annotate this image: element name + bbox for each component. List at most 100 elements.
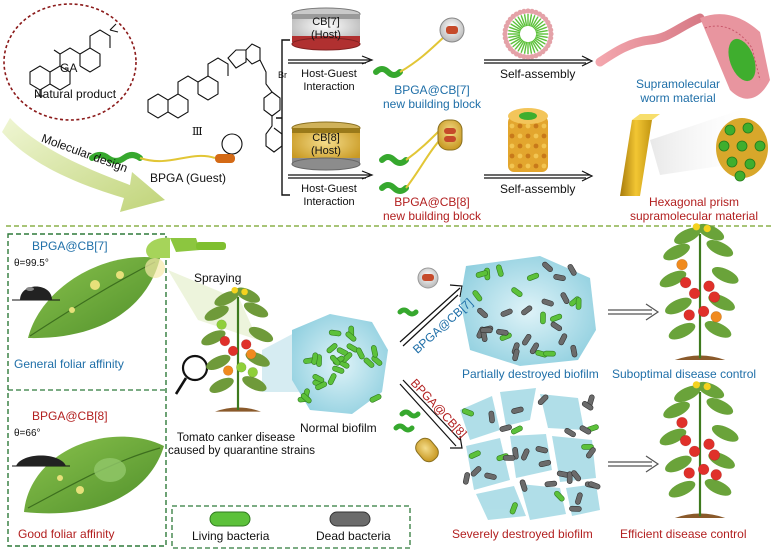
stack-unit xyxy=(517,153,523,159)
tomato-fruit xyxy=(688,445,701,458)
general-affinity-label: General foliar affinity xyxy=(14,357,124,371)
micelle-strand xyxy=(530,41,536,54)
dead-bacterium xyxy=(477,307,488,319)
host-guest-label-2: Host-Guest Interaction xyxy=(292,183,366,208)
dead-bacterium xyxy=(535,446,548,454)
tomato-fruit xyxy=(703,280,715,292)
severely-destroyed-label: Severely destroyed biofilm xyxy=(452,527,593,541)
living-bacterium xyxy=(341,352,353,363)
stack-unit xyxy=(517,163,523,169)
stack-unit xyxy=(509,143,515,149)
living-bacterium xyxy=(328,329,342,337)
living-bacterium xyxy=(511,287,523,297)
plant-leaf xyxy=(665,455,692,473)
dead-bacterium xyxy=(512,348,520,362)
tomato-fruit xyxy=(708,449,721,461)
micelle-strand xyxy=(512,38,523,48)
bpga-guest-label: BPGA (Guest) xyxy=(150,171,227,185)
stack-unit xyxy=(517,133,523,139)
legend-dead-swatch xyxy=(329,511,371,527)
tomato-fruit xyxy=(240,339,252,350)
dead-bacterium xyxy=(566,471,573,484)
micelle-strand xyxy=(520,14,526,27)
tomato-fruit xyxy=(676,416,688,429)
dead-bacterium xyxy=(484,472,497,480)
plant-leaf xyxy=(674,227,701,245)
tomato-plant-efficient xyxy=(659,381,739,518)
living-bacterium xyxy=(329,354,341,366)
dead-bacterium xyxy=(564,427,576,438)
stack-unit xyxy=(509,163,515,169)
micelle-strand xyxy=(533,20,544,30)
living-bacterium xyxy=(326,343,338,354)
host-guest-2-line1: Host-Guest xyxy=(301,183,357,195)
living-bacterium xyxy=(540,311,546,325)
arrow-to-efficient xyxy=(608,455,660,473)
self-assembly-arrow-1 xyxy=(484,55,594,67)
dead-bacterium xyxy=(499,424,512,432)
tomato-fruit xyxy=(247,367,258,378)
host-guest-arrow-1 xyxy=(288,55,374,65)
stack-unit xyxy=(533,143,539,149)
bpga-cb7-line2: new building block xyxy=(382,96,482,111)
tomato-line1: Tomato canker disease xyxy=(176,432,296,444)
panel-cb8-label: BPGA@CB[8] xyxy=(32,409,108,423)
micelle-strand xyxy=(531,40,539,52)
dead-bacterium xyxy=(462,472,471,485)
stack-unit xyxy=(533,163,539,169)
legend-living-label: Living bacteria xyxy=(192,529,270,543)
micelle-strand xyxy=(535,26,548,32)
micelle-strand xyxy=(508,26,521,32)
living-bacterium xyxy=(355,347,365,360)
micelle-cb7 xyxy=(502,8,554,60)
dead-bacterium xyxy=(579,425,592,435)
dead-bacterium xyxy=(541,298,554,307)
partially-destroyed-label: Partially destroyed biofilm xyxy=(462,367,599,381)
micelle-head xyxy=(548,27,554,33)
plant-leaf xyxy=(248,326,274,343)
dead-bacterium xyxy=(588,481,601,490)
cb7-host-label: CB[7] (Host) xyxy=(296,16,356,41)
ga-structure xyxy=(29,23,119,97)
magnifier xyxy=(174,354,209,395)
micelle-strand xyxy=(523,14,528,27)
stack-unit xyxy=(533,133,539,139)
plant-leaf xyxy=(201,330,226,346)
host-guest-label-1: Host-Guest Interaction xyxy=(292,68,366,93)
dead-bacterium xyxy=(488,410,495,424)
living-bacterium xyxy=(550,313,563,322)
plant-leaf xyxy=(209,377,234,393)
stack-unit xyxy=(509,133,515,139)
tomato-fruit xyxy=(683,309,695,321)
flower xyxy=(703,225,711,233)
cb8-host-line1: CB[8] xyxy=(312,132,340,144)
living-bacterium xyxy=(345,331,357,342)
tomato-fruit xyxy=(697,463,710,476)
tomato-fruit xyxy=(697,305,710,318)
plant-leaf xyxy=(704,479,732,496)
bpga-cb7-label: BPGA@CB[7] new building block xyxy=(376,83,488,112)
stack-unit xyxy=(525,133,531,139)
arrow-to-cb8 xyxy=(399,379,463,449)
bpga-structure xyxy=(147,43,283,155)
dead-bacterium xyxy=(542,261,553,273)
dead-bacterium xyxy=(480,327,493,334)
micelle-strand xyxy=(528,14,533,27)
bpga-cb7-line1: BPGA@CB[7] xyxy=(394,83,470,97)
ga-label: GA xyxy=(60,61,78,75)
tomato-fruit xyxy=(683,467,695,479)
dead-bacterium xyxy=(550,321,563,332)
stack-unit xyxy=(525,163,531,169)
living-bacterium xyxy=(461,408,474,417)
dead-bacterium xyxy=(470,466,482,477)
tomato-fruit xyxy=(219,335,231,347)
natural-product-label: Natural product xyxy=(34,87,117,101)
cb7-host-line1: CB[7] xyxy=(312,16,340,28)
plant-leaf xyxy=(659,270,687,288)
plant-leaf xyxy=(214,290,239,307)
living-bacterium xyxy=(554,490,565,502)
living-bacterium xyxy=(300,393,312,404)
dead-bacterium xyxy=(537,394,549,406)
tomato-fruit xyxy=(688,287,701,300)
